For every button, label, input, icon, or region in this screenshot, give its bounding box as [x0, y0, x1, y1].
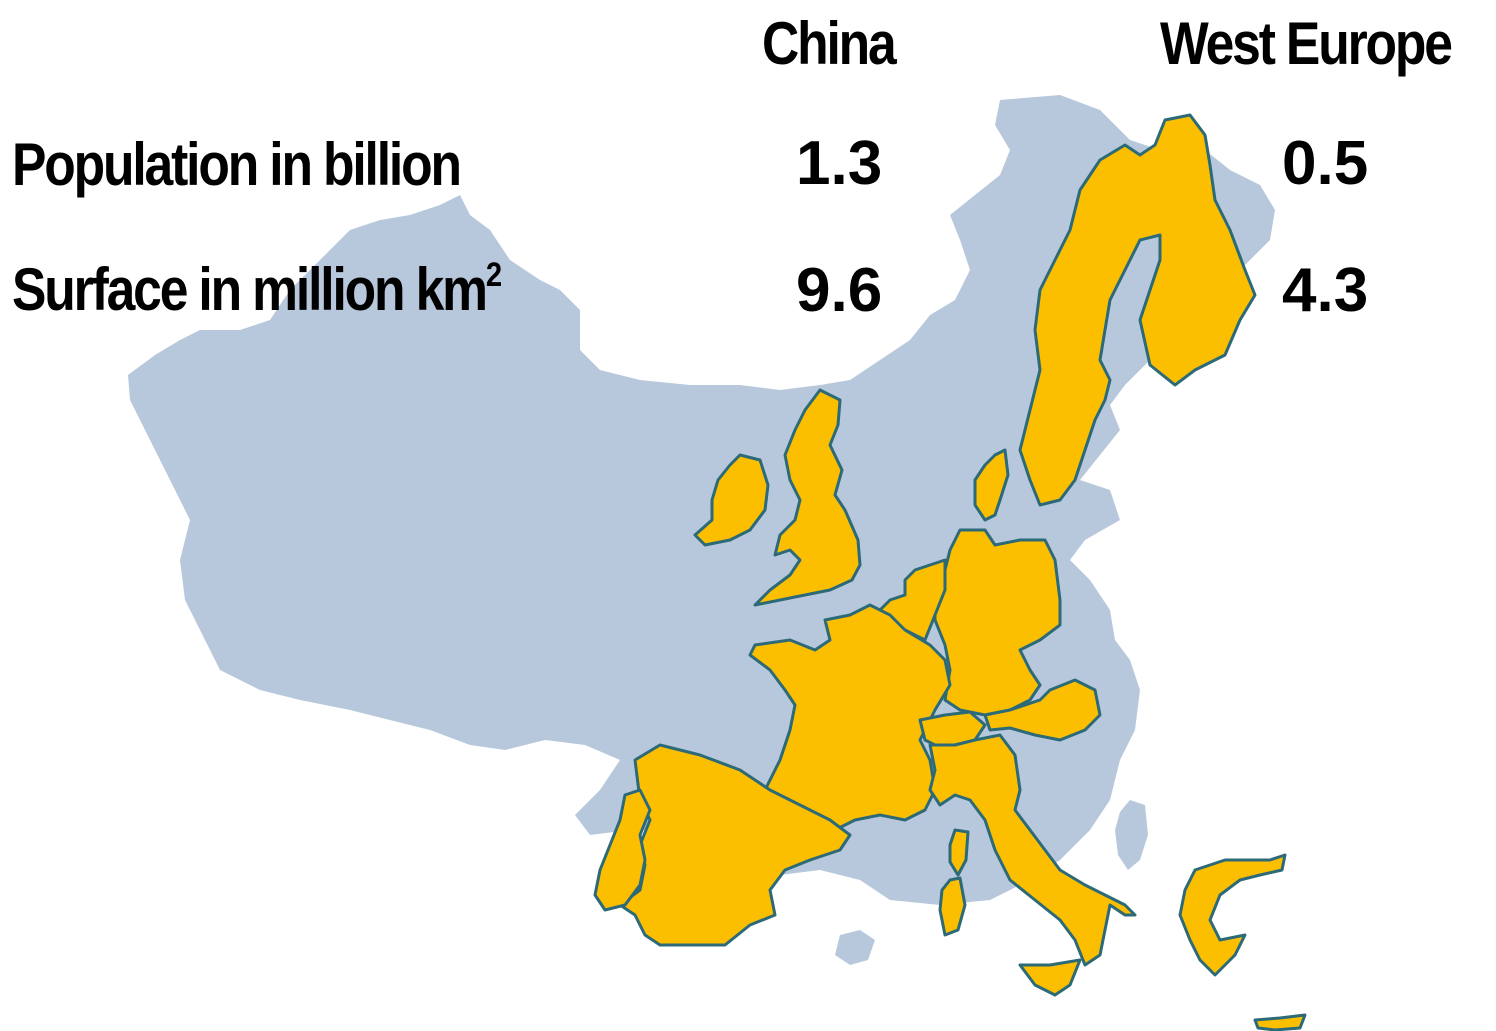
header-china: China — [762, 10, 897, 77]
corsica — [948, 828, 970, 877]
sicily — [1018, 958, 1082, 997]
scandinavia — [1018, 113, 1257, 507]
portugal — [593, 788, 652, 912]
row-population-label: Population in billion — [12, 131, 462, 198]
row-surface-label-text: Surface in million km — [12, 256, 488, 323]
west-europe-countries — [593, 113, 1307, 1031]
population-west-europe-value: 0.5 — [1282, 129, 1369, 198]
austria — [983, 678, 1102, 742]
population-china-value: 1.3 — [796, 129, 883, 198]
surface-china-value: 9.6 — [796, 256, 883, 325]
row-surface-label-exponent: 2 — [485, 256, 502, 294]
greece — [1178, 853, 1287, 977]
denmark — [973, 448, 1010, 522]
row-surface-label: Surface in million km2 — [12, 258, 502, 320]
header-west-europe: West Europe — [1160, 10, 1453, 77]
ireland — [693, 453, 770, 547]
crete — [1253, 1013, 1307, 1031]
surface-west-europe-value: 4.3 — [1282, 256, 1369, 325]
great-britain — [753, 388, 862, 607]
italy — [928, 733, 1137, 967]
sardinia — [938, 876, 967, 937]
